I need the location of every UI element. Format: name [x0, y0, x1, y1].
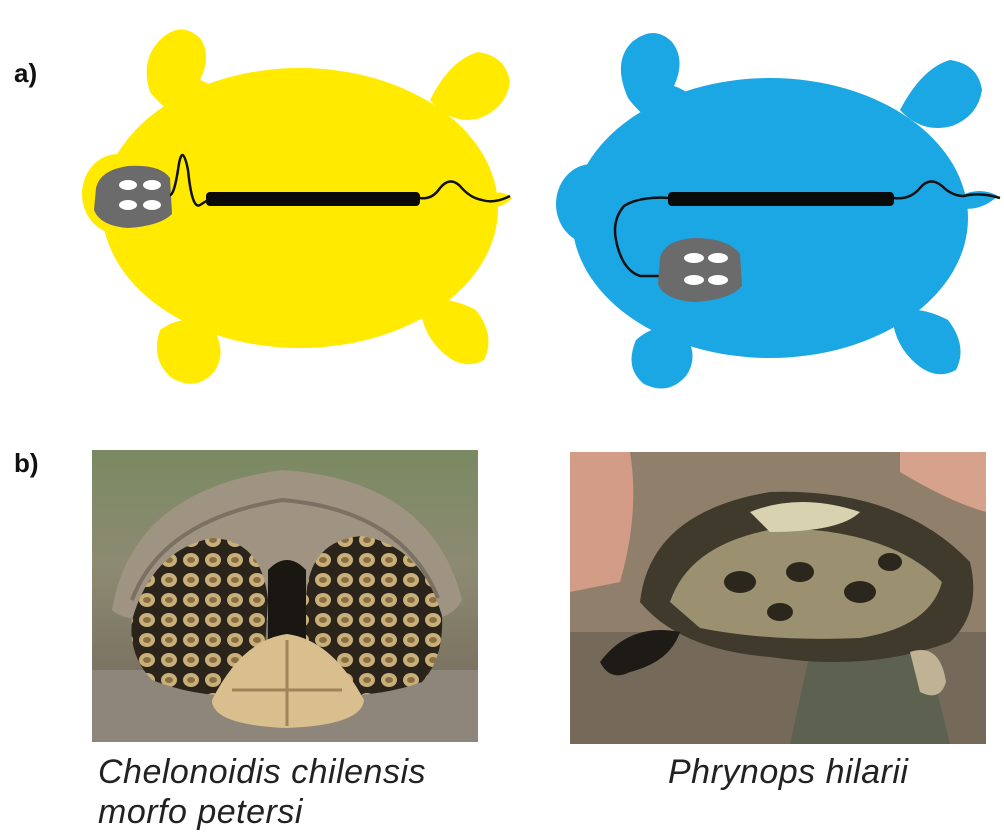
yellow-turtle-device	[94, 166, 172, 228]
caption-turtle-line1: Phrynops hilarii	[668, 752, 998, 792]
yellow-turtle-sensor-bar	[206, 192, 420, 206]
caption-tortoise-line1: Chelonoidis chilensis	[98, 752, 518, 792]
blue-turtle-body	[556, 33, 998, 389]
caption-tortoise: Chelonoidis chilensis morfo petersi	[98, 752, 518, 832]
turtle-schematics	[0, 0, 1004, 420]
caption-turtle: Phrynops hilarii	[668, 752, 998, 792]
tortoise-photo	[92, 450, 478, 742]
turtle-photo	[570, 452, 986, 744]
blue-turtle-sensor-bar	[668, 192, 894, 206]
panel-label-b: b)	[14, 448, 39, 479]
caption-tortoise-line2: morfo petersi	[98, 792, 518, 832]
blue-turtle-schematic	[556, 33, 1000, 389]
yellow-turtle-schematic	[82, 29, 512, 383]
blue-turtle-device	[658, 238, 742, 302]
